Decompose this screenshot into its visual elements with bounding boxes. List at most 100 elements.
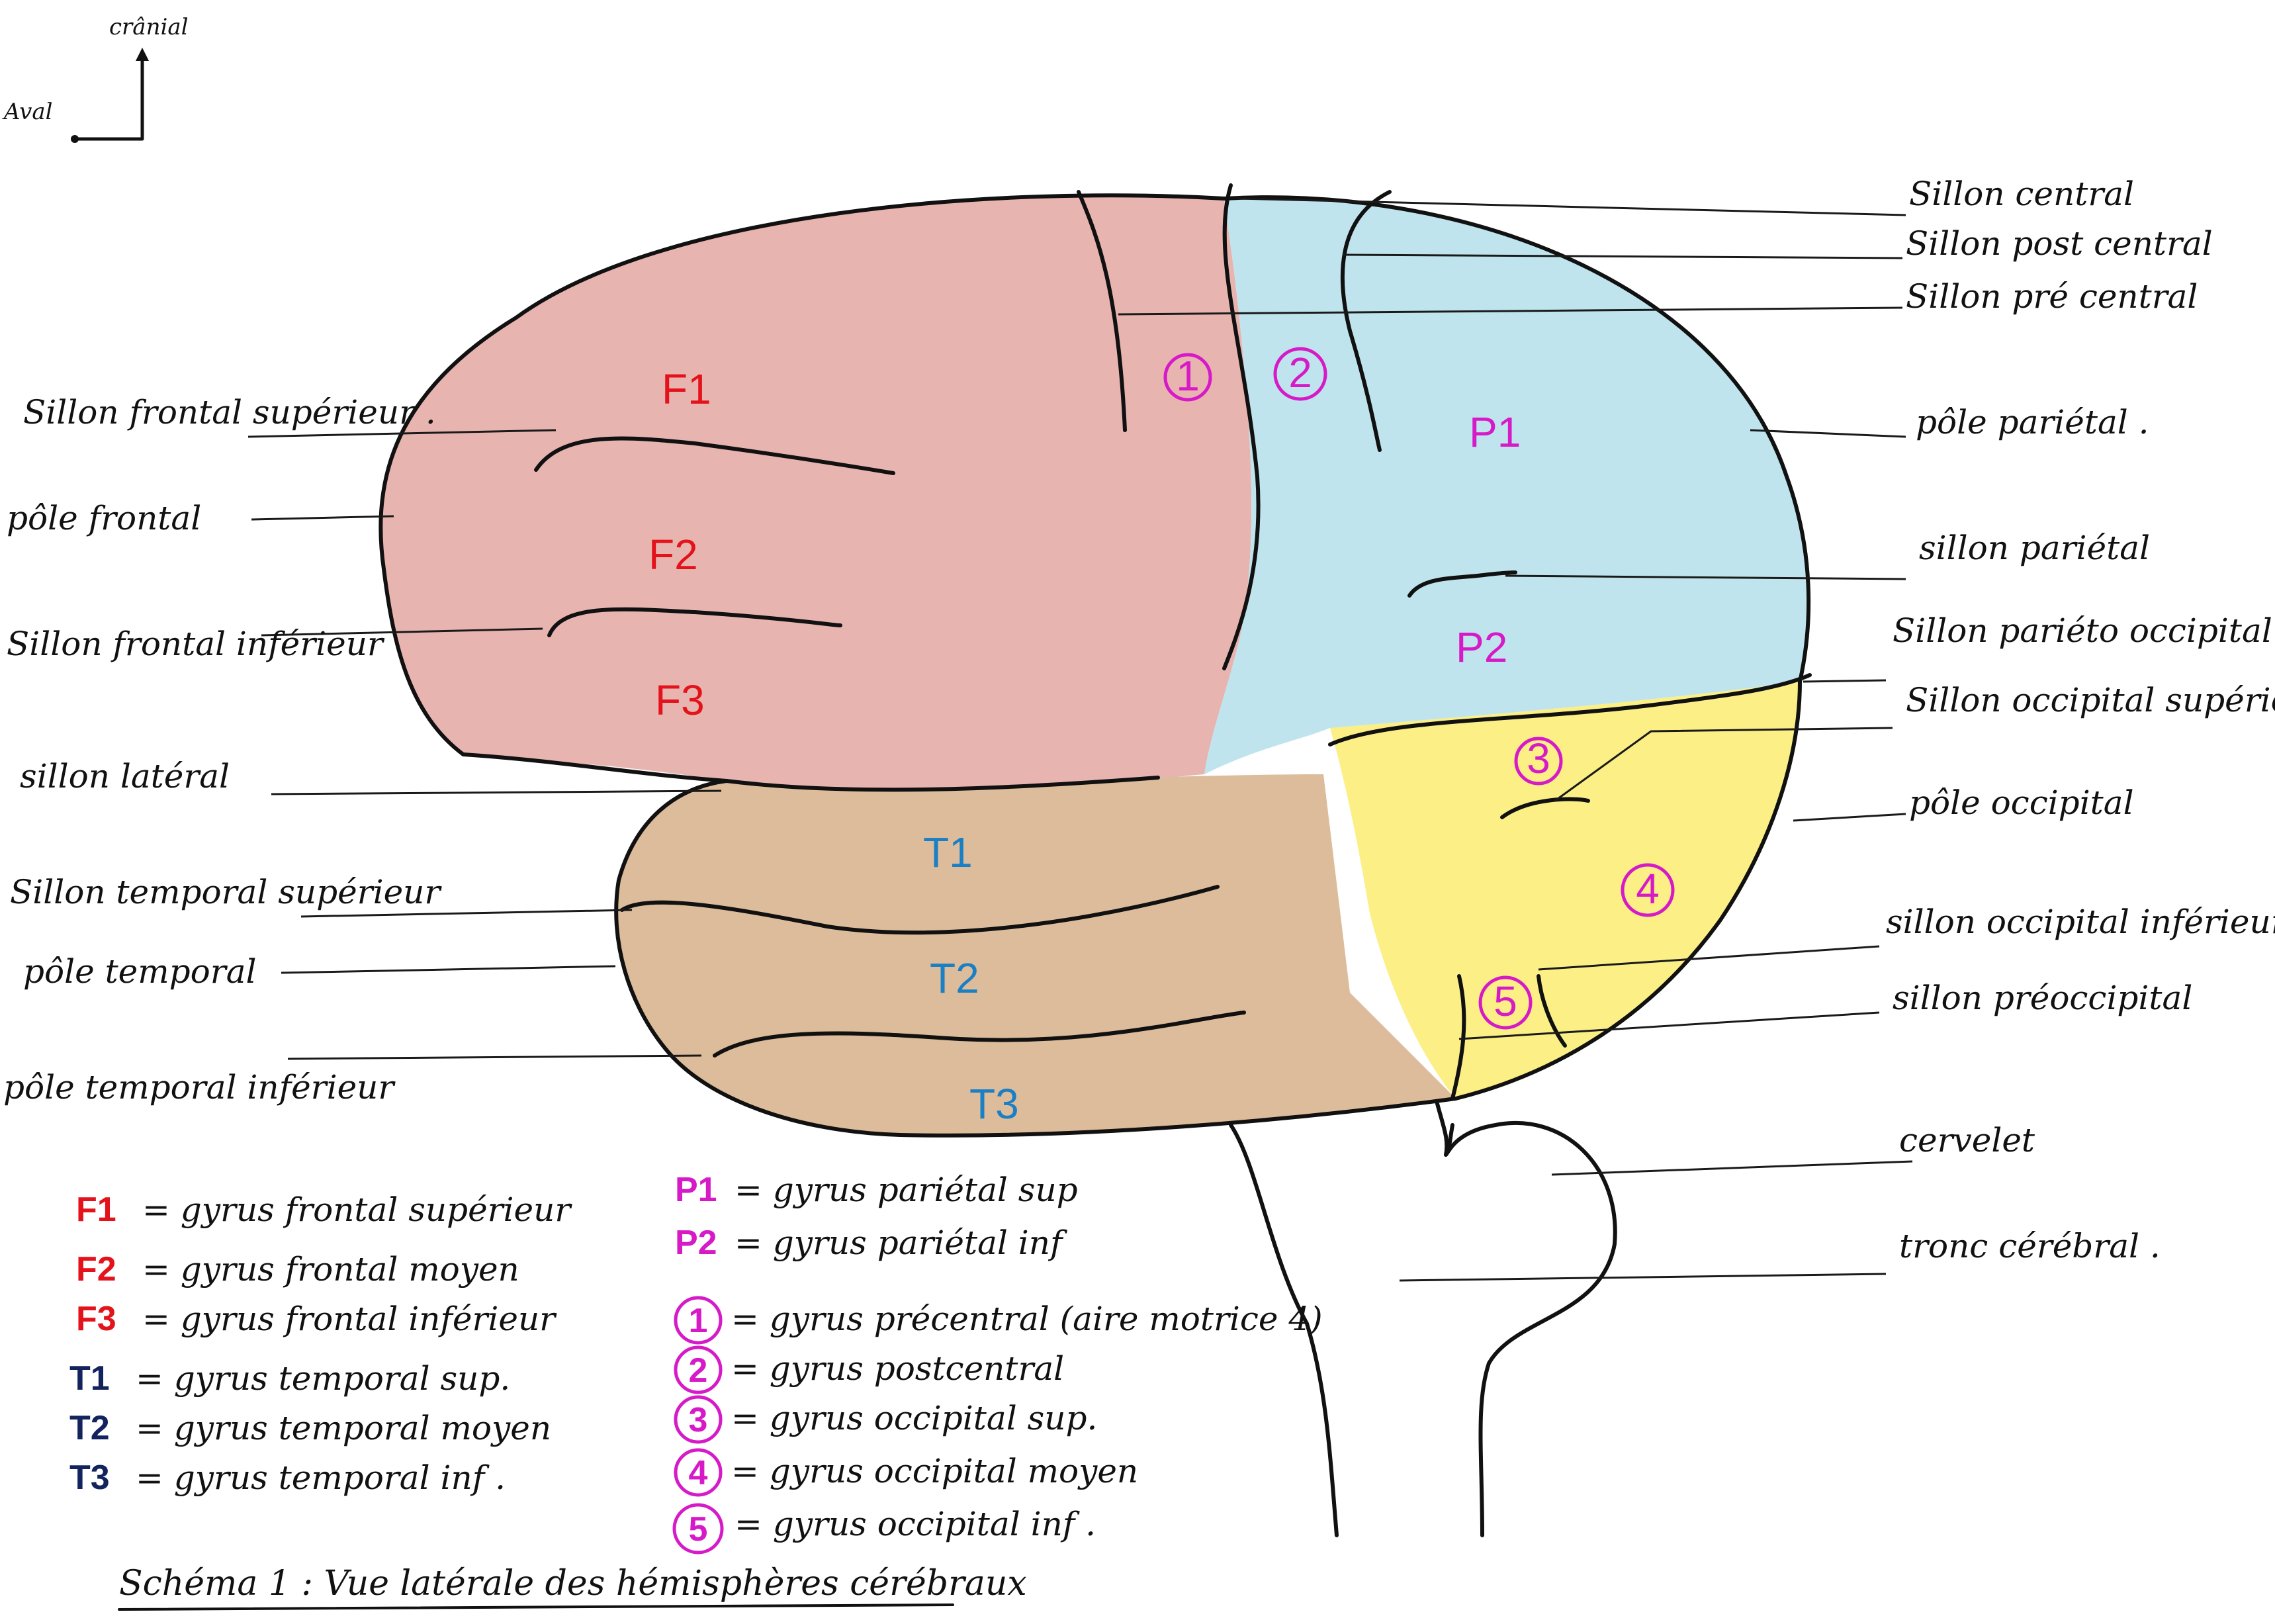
label-pole-frontal: pôle frontal (7, 499, 201, 537)
legend-text-5: = gyrus occipital inf . (735, 1505, 1096, 1543)
region-label-F1: F1 (662, 365, 711, 413)
legend-key-F1: F1 (76, 1191, 116, 1229)
region-circle-5: 5 (1478, 975, 1533, 1030)
legend-key-P2: P2 (675, 1224, 717, 1262)
sillon-temporal-inferieur-line (713, 1011, 1246, 1058)
orientation-dot-icon (71, 135, 79, 143)
legend-text-T1: = gyrus temporal sup. (136, 1359, 510, 1398)
region-circle-3-text: 3 (1527, 735, 1550, 782)
leader-sillon-pre-central (1118, 306, 1903, 316)
leader-pole-temporal-inferieur (287, 1054, 702, 1060)
label-sillon-frontal-superieur: Sillon frontal supérieur . (23, 393, 436, 431)
legend-key-2: 2 (689, 1351, 708, 1390)
legend-text-P2: = gyrus pariétal inf (735, 1224, 1067, 1262)
label-sillon-occipital-inferieur: sillon occipital inférieur (1886, 903, 2275, 941)
legend-item-1: 1 = gyrus précentral (aire motrice 4) (674, 1296, 1323, 1345)
caption-text: Schéma 1 : Vue latérale des hémisphères … (119, 1564, 1027, 1603)
leader-sillon-parieto-occipital (1803, 679, 1887, 683)
region-circle-2-text: 2 (1288, 349, 1312, 396)
label-sillon-central: Sillon central (1909, 175, 2134, 213)
legend-key-T2: T2 (69, 1409, 110, 1447)
legend-key-T3: T3 (69, 1459, 110, 1497)
legend-key-5: 5 (689, 1510, 708, 1549)
legend-text-T3: = gyrus temporal inf . (136, 1459, 506, 1497)
leader-sillon-frontal-superieur (247, 429, 557, 438)
leader-pole-parietal (1750, 429, 1906, 438)
sillon-parietal-line (1407, 570, 1517, 598)
legend-key-T1: T1 (69, 1359, 110, 1398)
leader-sillon-post-central (1343, 253, 1903, 259)
legend-text-2: = gyrus postcentral (731, 1349, 1064, 1388)
orientation-up-label: crânial (109, 14, 188, 40)
region-circle-2: 2 (1273, 347, 1327, 401)
legend-text-4: = gyrus occipital moyen (731, 1452, 1138, 1490)
region-circle-4-text: 4 (1636, 865, 1660, 913)
label-sillon-parietal: sillon pariétal (1919, 529, 2150, 567)
sillon-occipital-superieur-line (1328, 673, 1812, 746)
leader-sillon-central (1237, 197, 1906, 216)
sillon-preoccipital-line-b (1537, 974, 1567, 1048)
leader-sillon-preoccipital (1458, 1011, 1880, 1040)
stem-junction (1434, 1097, 1449, 1157)
region-label-F2: F2 (648, 531, 698, 578)
legend-key-1: 1 (689, 1302, 708, 1340)
leader-sillon-temporal-superieur (300, 909, 633, 918)
label-sillon-occipital-superieur: Sillon occipital supérieur (1906, 681, 2275, 719)
label-sillon-lateral: sillon latéral (20, 757, 230, 795)
orientation-indicator: crânial Aval (2, 14, 188, 143)
temporal-lobe (616, 774, 1456, 1136)
frontal-lobe (380, 195, 1252, 788)
occipital-lobe (1330, 682, 1800, 1099)
leader-sillon-frontal-inferieur (261, 627, 543, 637)
legend-key-F2: F2 (76, 1250, 116, 1288)
sillon-occipital-median-line (1500, 797, 1590, 819)
label-sillon-temporal-superieur: Sillon temporal supérieur (10, 873, 442, 911)
sillon-lateral-line (461, 752, 1160, 792)
leader-pole-temporal (281, 965, 616, 974)
orientation-axes (74, 56, 144, 141)
leader-tronc-cerebral (1399, 1273, 1887, 1282)
region-circle-1-text: 1 (1176, 352, 1200, 400)
up-arrowhead-icon (136, 48, 149, 61)
region-circle-4: 4 (1621, 863, 1675, 917)
legend-item-3: 3 = gyrus occipital sup. (674, 1395, 1097, 1444)
region-label-F3: F3 (655, 676, 705, 724)
label-sillon-parieto-occipital: Sillon pariéto occipital (1893, 611, 2272, 650)
legend-text-P1: = gyrus pariétal sup (735, 1171, 1078, 1209)
legend-key-F3: F3 (76, 1300, 116, 1338)
sillon-frontal-inferieur-line (547, 607, 842, 637)
left-labels: Sillon frontal supérieur . pôle frontal … (3, 393, 442, 1106)
leader-cervelet (1551, 1160, 1913, 1176)
region-circle-5-text: 5 (1494, 977, 1517, 1025)
region-labels: F1 F2 F3 P1 P2 T1 T2 T3 1 2 3 4 5 (648, 347, 1675, 1128)
orientation-left-label: Aval (2, 99, 53, 125)
sillon-postcentral-line (1340, 190, 1392, 452)
label-sillon-frontal-inferieur: Sillon frontal inférieur (7, 625, 385, 663)
label-pole-temporal: pôle temporal (23, 952, 257, 991)
legend-item-4: 4 = gyrus occipital moyen (674, 1448, 1138, 1497)
legend-text-T2: = gyrus temporal moyen (136, 1409, 551, 1447)
legend-text-1: = gyrus précentral (aire motrice 4) (731, 1300, 1323, 1338)
leader-sillon-lateral (271, 789, 722, 795)
label-tronc-cerebral: tronc cérébral . (1899, 1227, 2161, 1265)
leader-pole-frontal (251, 515, 394, 521)
legend-text-3: = gyrus occipital sup. (731, 1399, 1097, 1437)
label-sillon-preoccipital: sillon préoccipital (1893, 979, 2192, 1017)
sillon-central-line (1222, 183, 1261, 670)
legend-text-F3: = gyrus frontal inférieur (142, 1300, 557, 1338)
label-pole-parietal: pôle pariétal . (1916, 403, 2149, 441)
sillon-precentral-line (1077, 190, 1127, 432)
region-label-P1: P1 (1469, 408, 1521, 456)
legend: F1 = gyrus frontal supérieur F2 = gyrus … (69, 1171, 1323, 1555)
parietal-lobe (1204, 197, 1809, 774)
label-sillon-pre-central: Sillon pré central (1906, 277, 2198, 316)
leader-lines (247, 197, 1913, 1282)
sulci (461, 183, 1812, 1101)
brainstem-cerebellum (1229, 1097, 1617, 1537)
region-label-P2: P2 (1456, 623, 1507, 671)
region-label-T2: T2 (930, 954, 979, 1002)
legend-text-F2: = gyrus frontal moyen (142, 1250, 519, 1288)
label-cervelet: cervelet (1899, 1121, 2035, 1159)
sillon-temporal-superieur-line (620, 885, 1220, 935)
